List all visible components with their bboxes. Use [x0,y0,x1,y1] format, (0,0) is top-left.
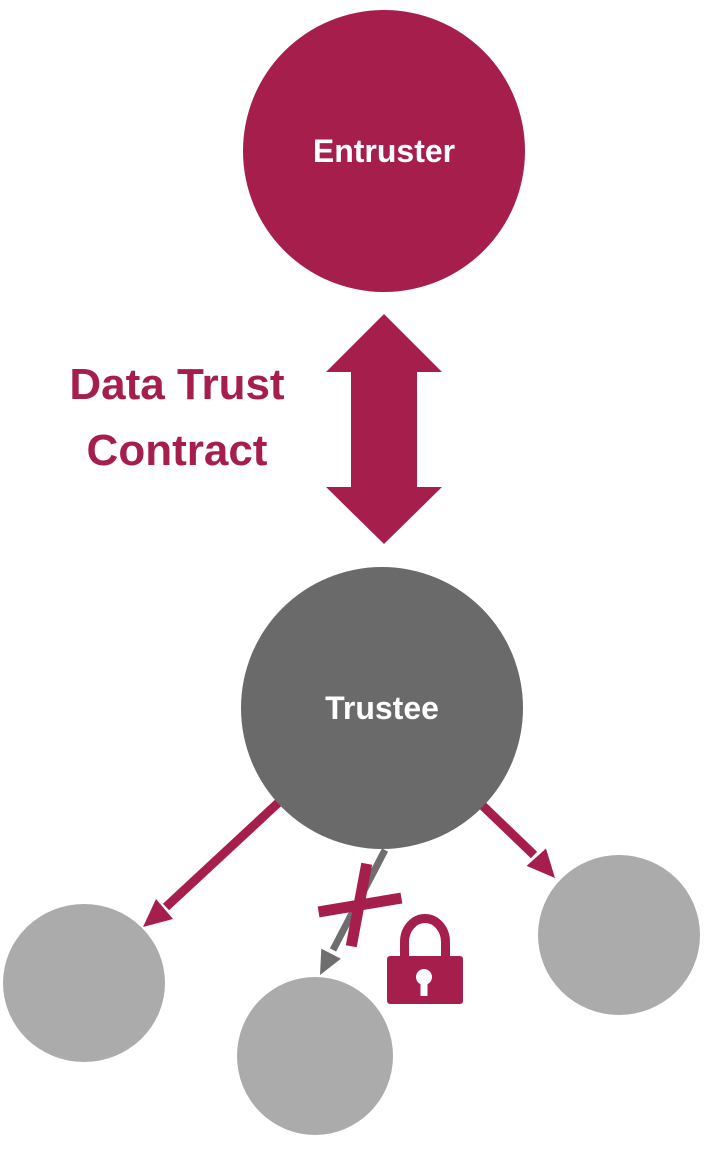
arrow-shaft [162,799,282,911]
arrow-trustee-to-left-recipient [143,799,282,927]
node-entruster: Entruster [243,10,525,292]
lock-body [387,956,463,1004]
blocked-arrow-shaft [329,848,389,952]
node-trustee-label: Trustee [325,689,439,726]
arrow-head-icon [143,899,173,927]
x-mark-bar-horizontal [317,892,403,918]
arrow-trustee-to-right-recipient [479,802,555,878]
node-entruster-label: Entruster [312,132,456,169]
arrow-shaft [479,802,538,859]
node-recipient-right [538,855,700,1015]
contract-label: Data Trust Contract [69,360,285,475]
blocked-arrow-trustee-to-middle-recipient [320,848,389,975]
node-trustee: Trustee [241,567,523,849]
x-mark-icon [317,862,403,948]
lock-keyhole-stem [420,981,428,996]
lock-keyhole [416,969,432,985]
blocked-arrow-head-icon [320,948,341,975]
node-recipient-left [3,904,165,1062]
x-mark-bar-vertical [345,862,373,948]
node-recipient-middle [237,977,393,1135]
lock-icon [387,914,463,1004]
arrow-head-icon [526,848,555,878]
lock-shackle [400,914,450,957]
